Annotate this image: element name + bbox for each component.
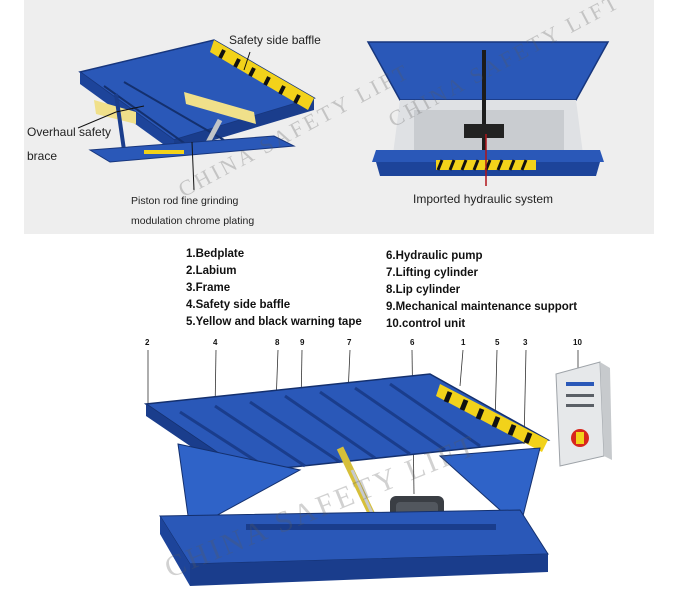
callout-9: 9 xyxy=(300,338,305,347)
control-unit xyxy=(555,361,612,467)
parts-item: 6.Hydraulic pump xyxy=(386,250,483,262)
overhaul-brace-label-2: brace xyxy=(27,149,58,163)
main-leveler-diagram xyxy=(143,349,612,586)
parts-list-right: 6.Hydraulic pump 7.Lifting cylinder 8.Li… xyxy=(386,248,577,333)
callout-10: 10 xyxy=(573,338,582,347)
callout-4: 4 xyxy=(213,338,218,347)
parts-item: 3.Frame xyxy=(186,282,231,294)
parts-item: 10.control unit xyxy=(386,318,466,330)
warning-tape xyxy=(436,384,548,452)
parts-item: 7.Lifting cylinder xyxy=(386,267,479,279)
parts-item: 5.Yellow and black warning tape xyxy=(186,316,362,328)
left-dock-leveler-illustration xyxy=(77,39,316,191)
piston-rod-label-1: Piston rod fine grinding xyxy=(131,195,239,207)
safety-side-baffle-label: Safety side baffle xyxy=(229,33,321,47)
parts-item: 1.Bedplate xyxy=(186,248,245,260)
parts-item: 8.Lip cylinder xyxy=(386,284,461,296)
hydraulic-system-label: Imported hydraulic system xyxy=(413,192,554,206)
piston-rod-label-2: modulation chrome plating xyxy=(131,215,255,227)
callout-6: 6 xyxy=(410,338,415,347)
right-dock-leveler-illustration xyxy=(366,41,610,186)
overhaul-brace-label-1: Overhaul safety xyxy=(27,125,112,139)
callout-7: 7 xyxy=(347,338,352,347)
parts-item: 2.Labium xyxy=(186,265,237,277)
callout-2: 2 xyxy=(145,338,150,347)
callout-5: 5 xyxy=(495,338,500,347)
callout-3: 3 xyxy=(523,338,528,347)
top-photo-panel: Safety side baffle Overhaul safety brace… xyxy=(24,0,654,234)
top-illustrations xyxy=(77,39,610,191)
callout-8: 8 xyxy=(275,338,280,347)
warning-tape-stripes xyxy=(210,40,314,110)
parts-item: 4.Safety side baffle xyxy=(186,299,291,311)
callout-1: 1 xyxy=(461,338,466,347)
bottom-diagram-panel: 1.Bedplate 2.Labium 3.Frame 4.Safety sid… xyxy=(0,234,680,615)
parts-list-left: 1.Bedplate 2.Labium 3.Frame 4.Safety sid… xyxy=(186,246,362,331)
parts-item: 9.Mechanical maintenance support xyxy=(386,301,578,313)
base-frame xyxy=(159,509,549,586)
